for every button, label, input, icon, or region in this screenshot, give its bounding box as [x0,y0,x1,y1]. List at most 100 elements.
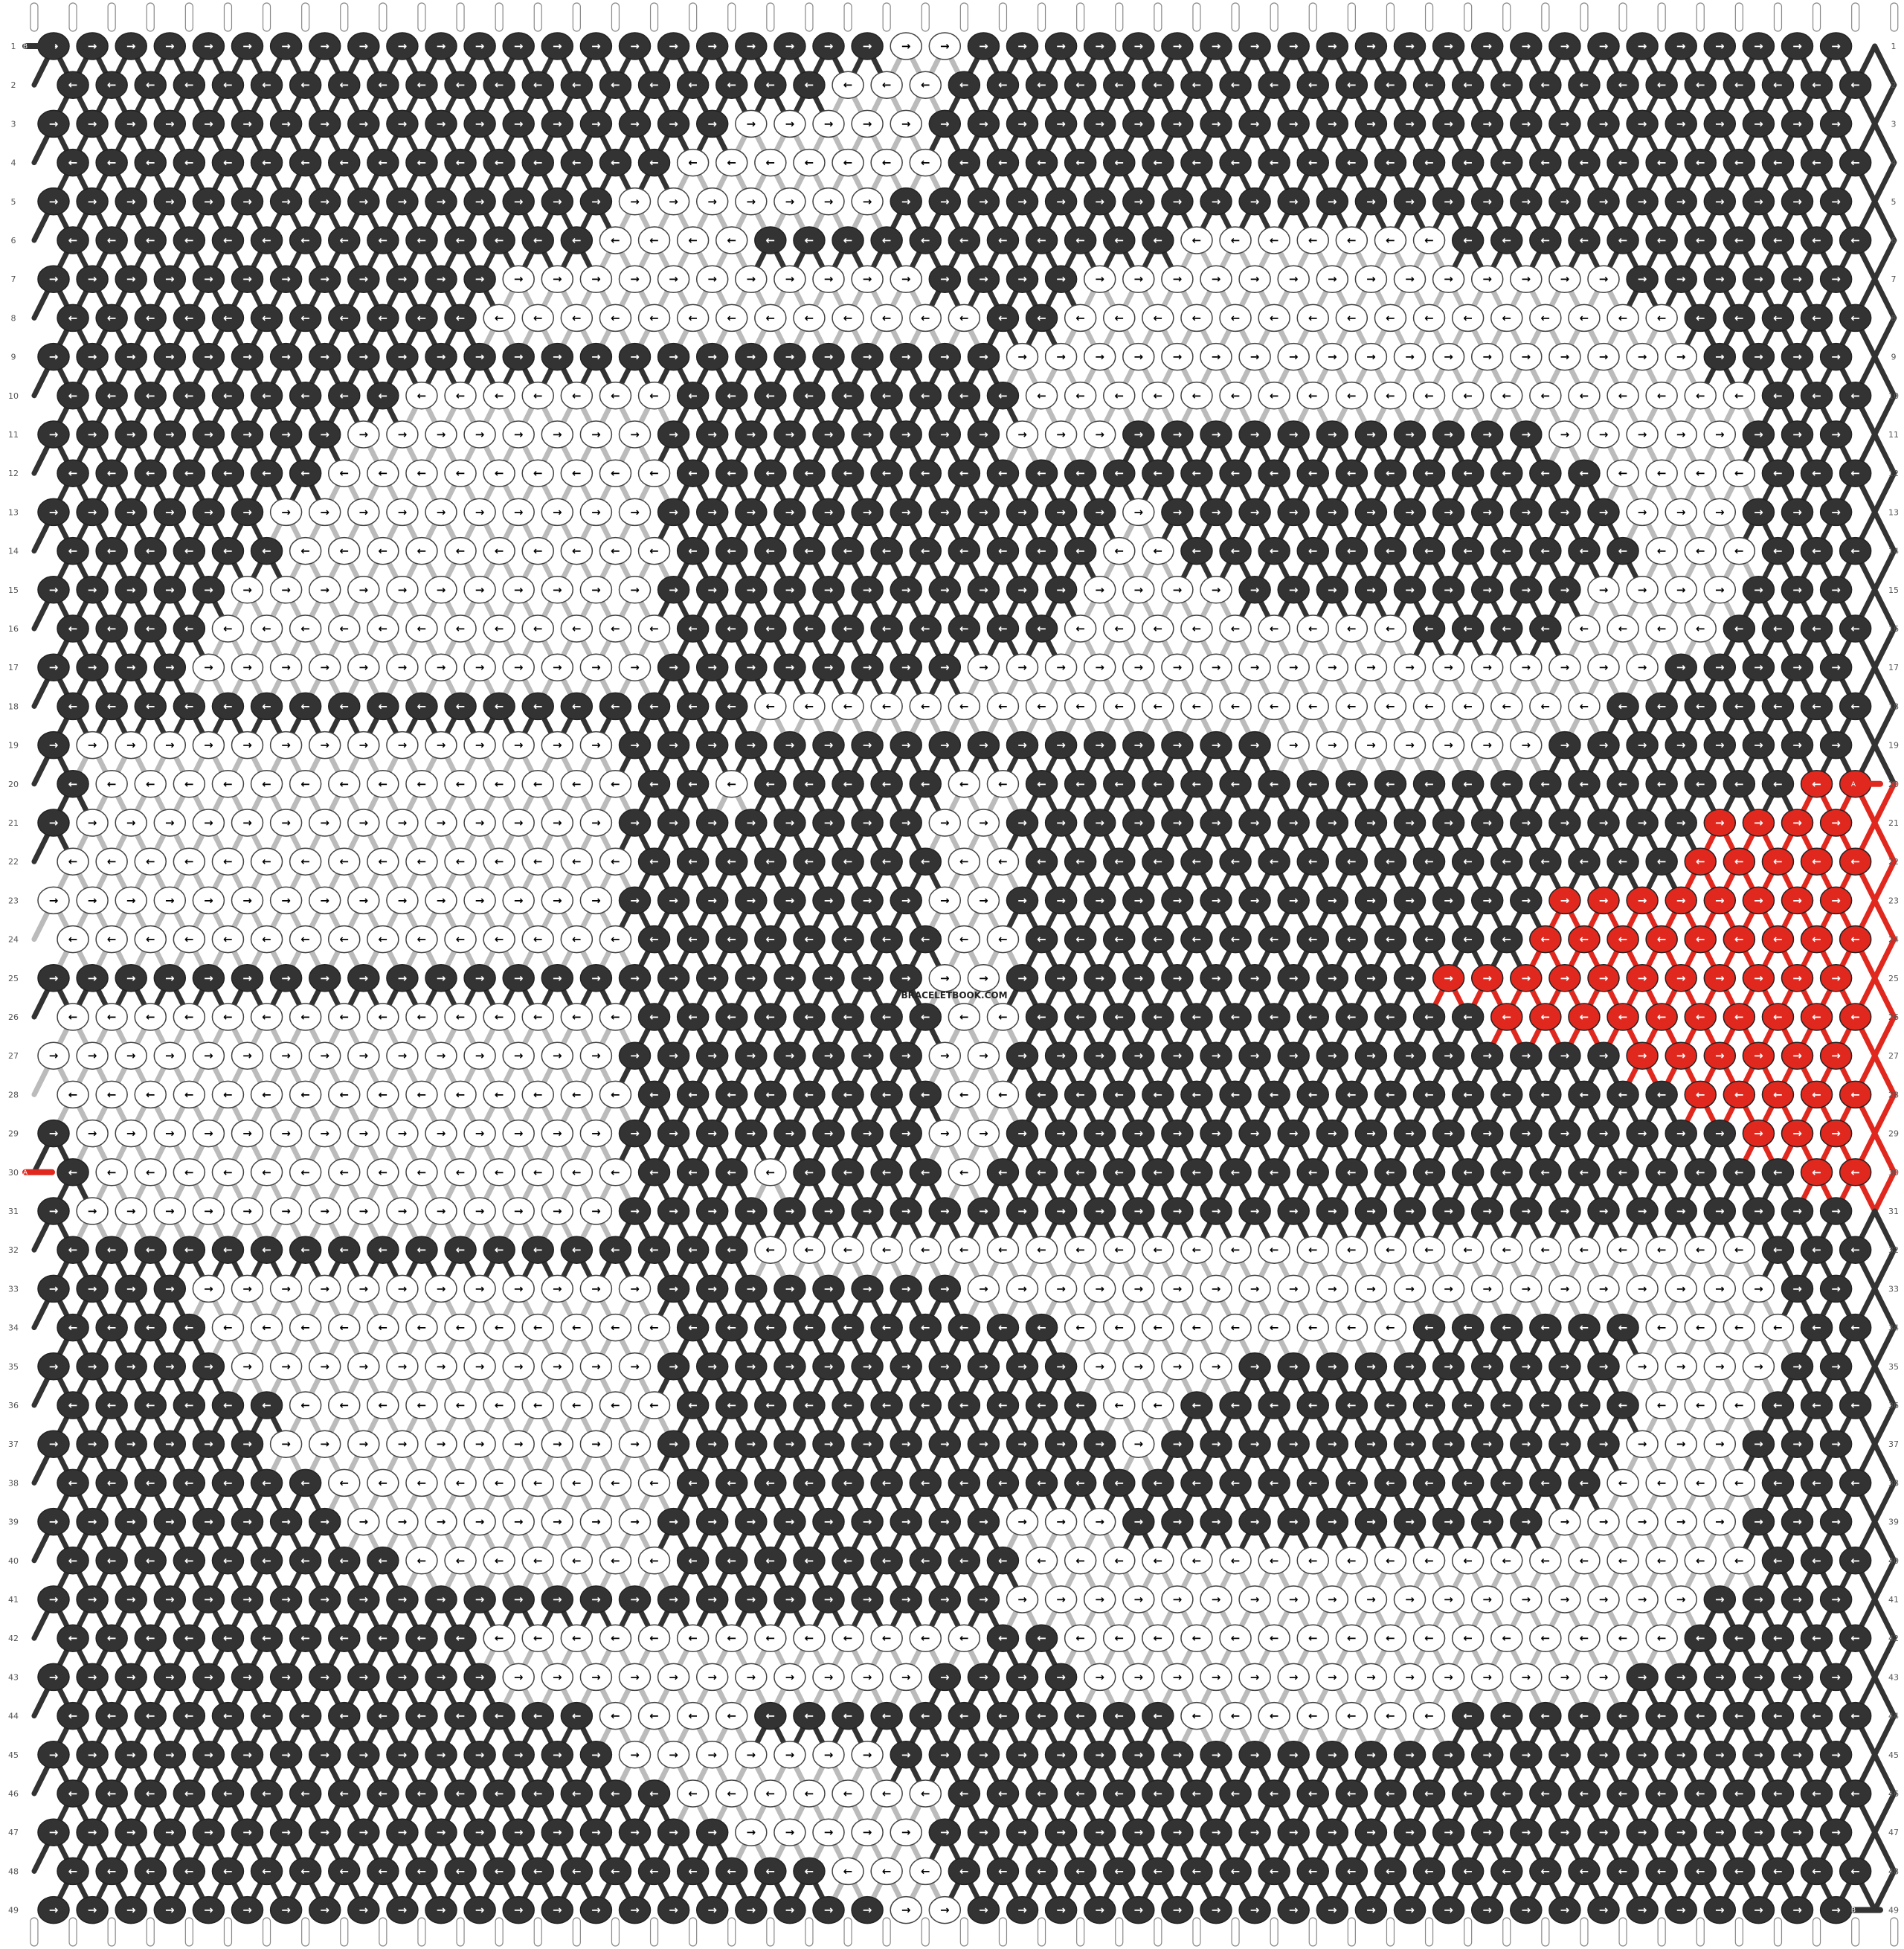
top-string [651,3,658,31]
knot: → [425,33,457,60]
knot-arrow: → [320,39,329,53]
knot-arrow: ← [1347,78,1357,91]
knot-arrow: ← [882,78,892,91]
knot: → [77,33,108,60]
knot: ← [173,71,205,98]
knot: → [852,33,883,60]
knot: ← [406,71,437,98]
knot: → [232,33,263,60]
bottom-string [263,1918,271,1946]
knot-arrow: → [242,39,252,53]
knot-arrow: → [707,39,717,53]
top-string [767,3,774,31]
knot: → [968,33,999,60]
knot-arrow: → [1017,39,1027,53]
knot: ← [212,71,243,98]
knot-arrow: → [320,117,329,130]
knot-arrow: ← [1812,78,1821,91]
top-string [999,3,1006,31]
knot-arrow: → [475,39,485,53]
top-string [495,3,503,31]
knot: → [774,33,805,60]
knot: ← [1220,71,1251,98]
knot: → [620,33,651,60]
knot: → [387,110,418,137]
knot: → [1046,33,1077,60]
top-string [611,3,619,31]
knot: → [348,33,379,60]
knot: → [193,33,224,60]
knot: ← [987,71,1018,98]
bottom-string [1735,1918,1743,1946]
knot: → [1239,33,1270,60]
knot-arrow: ← [456,78,466,91]
knot-arrow: → [126,117,136,130]
knot-arrow: → [204,117,213,130]
knot: → [1511,33,1542,60]
knot-arrow: → [1134,39,1144,53]
link-segment [1875,1677,1894,1715]
knot: → [1123,33,1154,60]
knot: ← [716,71,747,98]
bottom-string [960,1918,968,1946]
top-string [1038,3,1046,31]
top-string [1386,3,1394,31]
knot: ← [483,71,515,98]
knot: → [541,33,573,60]
knot: → [1395,33,1426,60]
knot: ← [1491,71,1522,98]
link-segment [1875,473,1894,512]
knot: → [1278,33,1309,60]
knot: → [697,33,728,60]
knot-arrow: → [553,39,562,53]
knot-arrow: ← [1308,78,1318,91]
top-string [1658,3,1665,31]
knot: → [309,33,341,60]
top-string [1309,3,1316,31]
top-string [341,3,348,31]
knot: ← [1569,71,1600,98]
knot: → [1743,33,1774,60]
bottom-string [1619,1918,1627,1946]
bottom-string [999,1918,1006,1946]
link-segment [1875,202,1894,240]
knot: → [464,33,495,60]
knot: → [1549,33,1580,60]
bottom-string [69,1918,77,1946]
knot-arrow: ← [1734,78,1744,91]
bottom-string [922,1918,929,1946]
top-string [69,3,77,31]
knot-arrow: ← [1463,78,1473,91]
knot-arrow: ← [1192,78,1202,91]
bottom-string [1774,1918,1781,1946]
knot: → [193,110,224,137]
link-segment [1875,1794,1894,1832]
knot: ← [1258,71,1290,98]
knot-arrow: → [863,39,872,53]
knot-arrow: → [824,39,834,53]
knot-arrow: → [1715,39,1725,53]
knot: → [309,110,341,137]
knot-arrow: → [204,39,213,53]
top-string [1426,3,1433,31]
knot: ← [910,71,941,98]
knot: ← [1336,71,1367,98]
link-segment [1875,978,1894,1017]
bottom-string [108,1918,115,1946]
bottom-string [1348,1918,1355,1946]
knot-arrow: → [591,39,601,53]
top-string [108,3,115,31]
knot-arrow: ← [1424,78,1434,91]
knot: ← [445,71,476,98]
knot-arrow: ← [300,78,310,91]
bottom-string [883,1918,890,1946]
top-string [418,3,425,31]
link-segment [1875,163,1894,202]
knot: → [271,110,302,137]
knot: ← [678,71,709,98]
link-segment [1875,1367,1894,1405]
knot: ← [948,71,980,98]
knot-arrow: → [1173,39,1183,53]
top-string [1077,3,1084,31]
